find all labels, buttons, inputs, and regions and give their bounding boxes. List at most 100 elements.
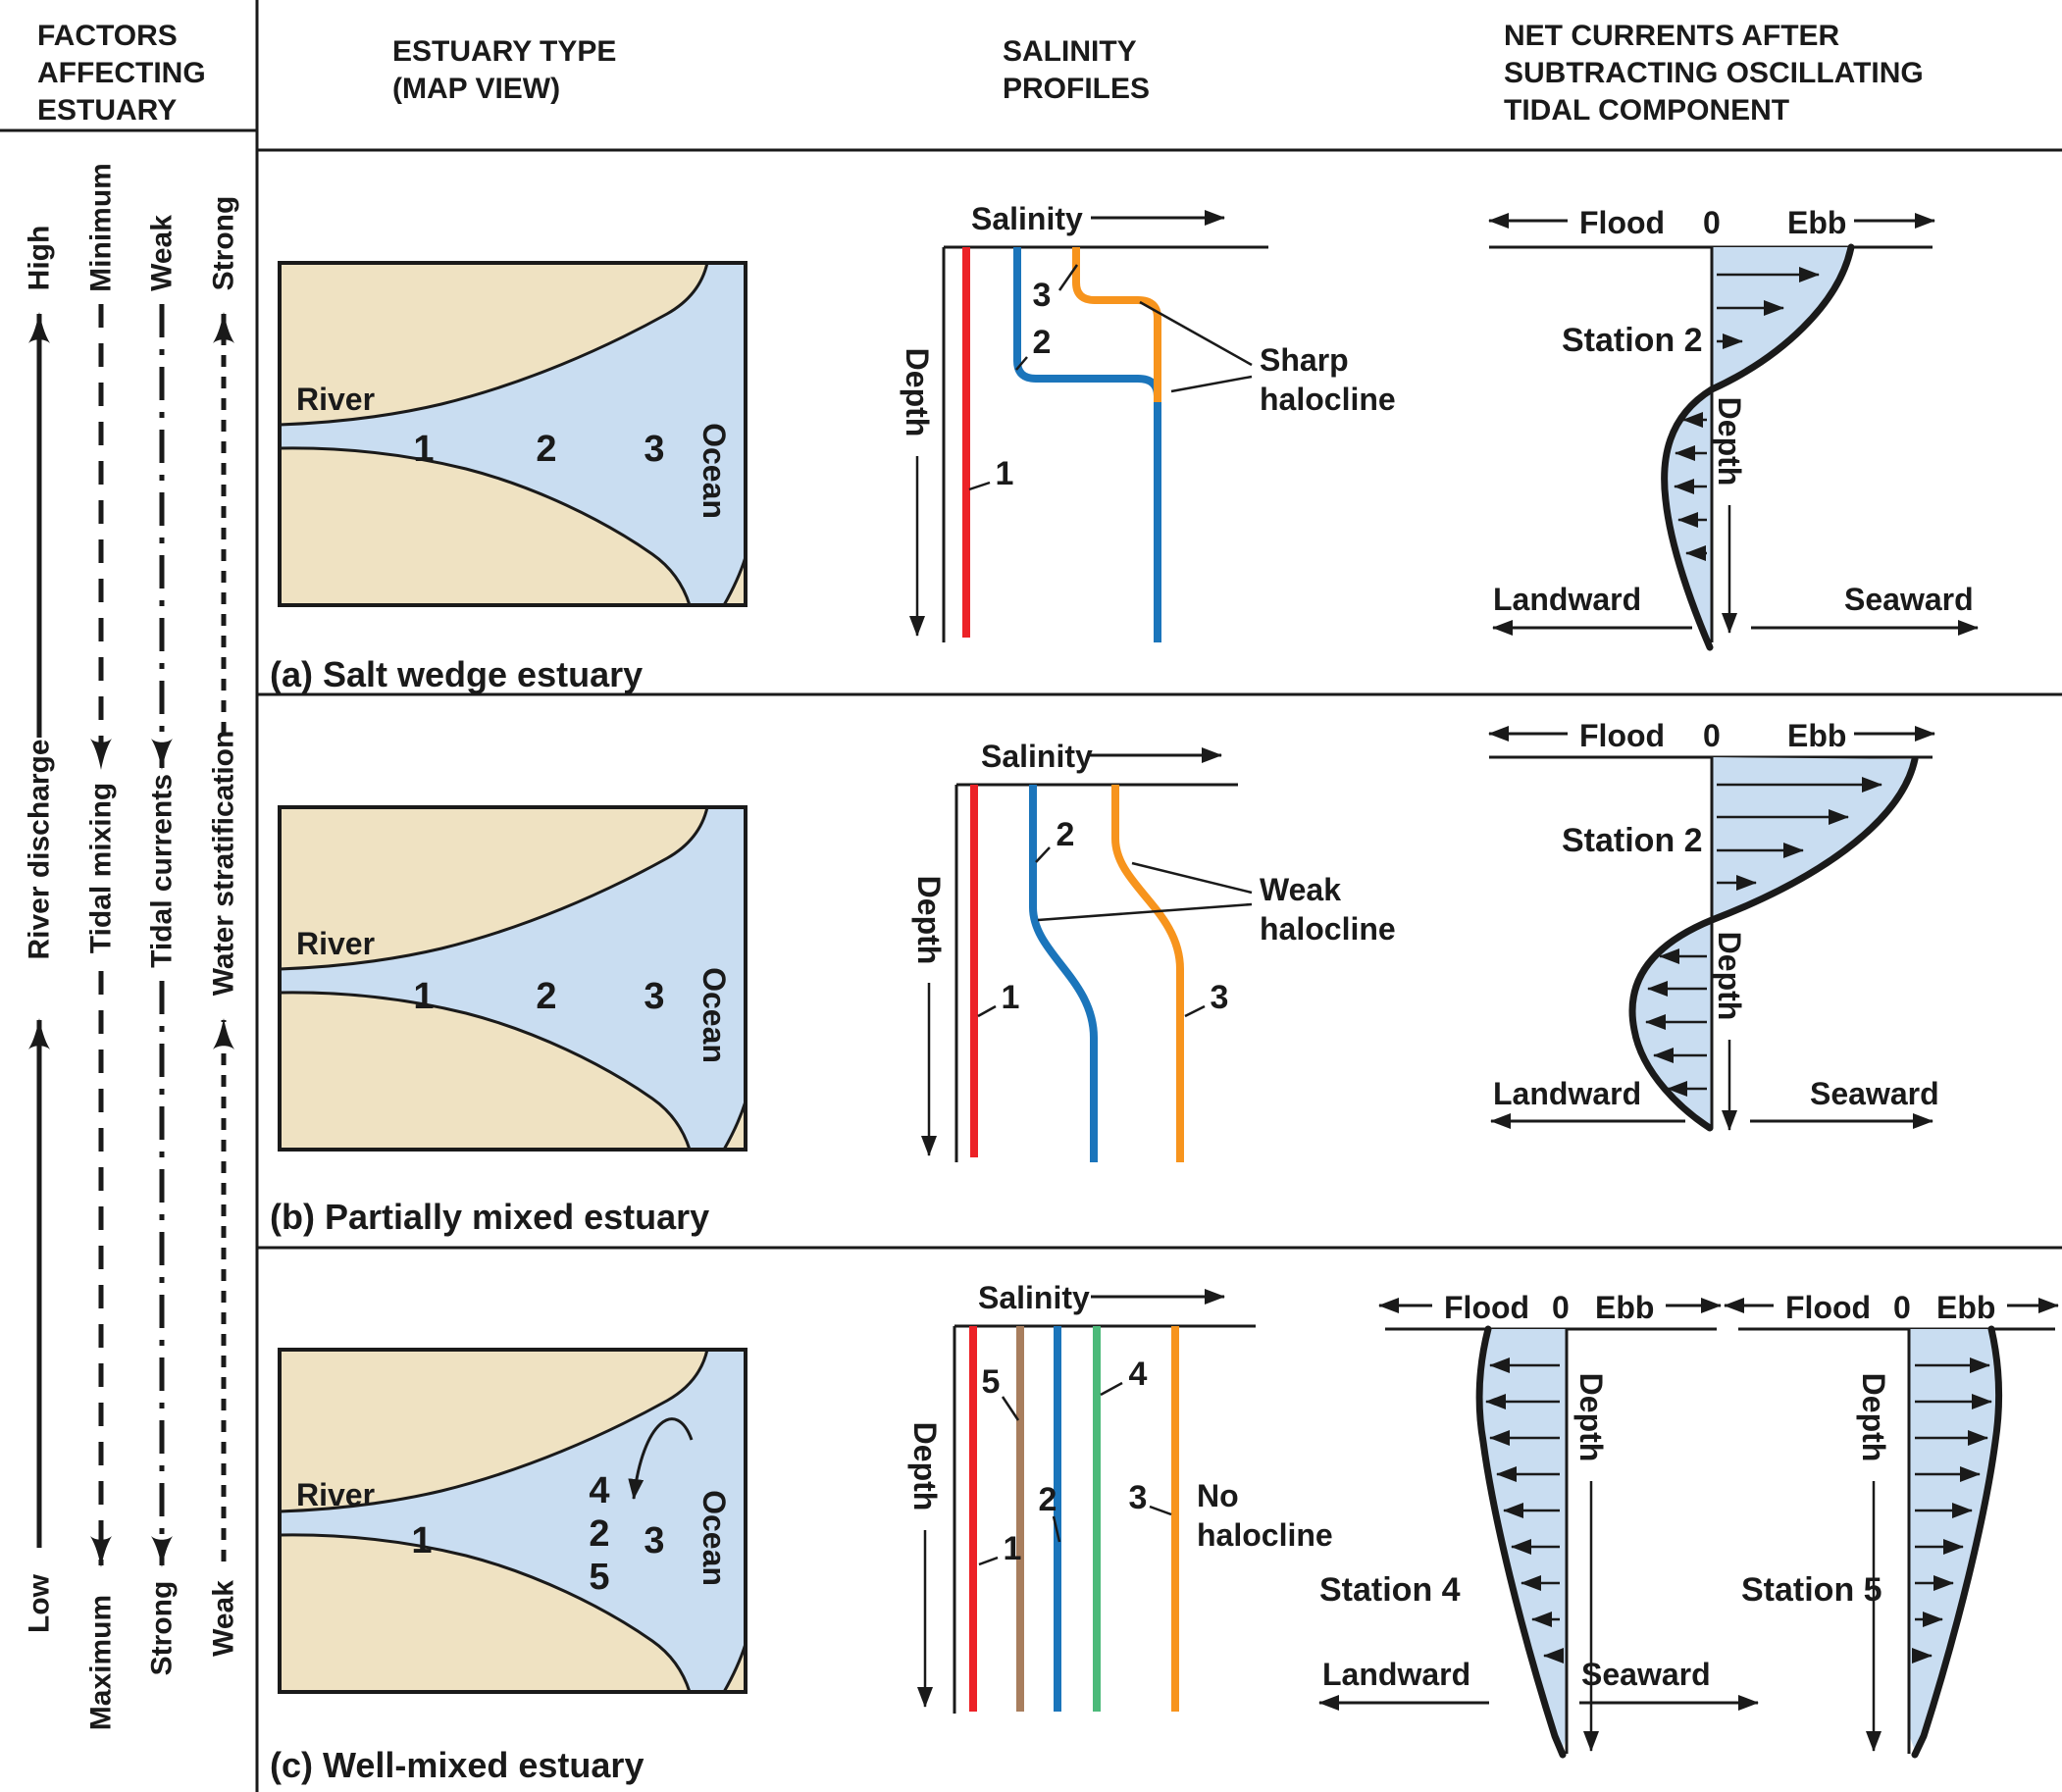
salinity-header-line2: PROFILES	[1003, 73, 1150, 105]
tidal-mixing-top-label: Minimum	[85, 163, 118, 292]
map-c-station-1: 1	[411, 1520, 432, 1562]
water-stratification-bottom-label: Weak	[208, 1580, 240, 1657]
currents-b-seaward-label: Seaward	[1810, 1076, 1939, 1111]
salinity-a-label-1: 1	[996, 455, 1014, 492]
salinity-c-pointer-3	[1149, 1505, 1172, 1516]
weak-halocline-pointer-lower	[1037, 902, 1253, 922]
currents-c-landward-label: Landward	[1322, 1657, 1470, 1692]
factors-header-line2: AFFECTING	[37, 57, 206, 89]
salinity-b-pointer-1	[977, 1004, 997, 1018]
salinity-b-depth-label: Depth	[911, 876, 947, 965]
currents-b-flood-lobe	[1632, 920, 1712, 1128]
currents-c5-ebb-vectors	[1912, 1357, 1992, 1664]
salinity-b-curve-2	[1029, 785, 1098, 1162]
currents-c4-flood-lobe	[1479, 1329, 1567, 1754]
net-currents-header-line3: TIDAL COMPONENT	[1504, 94, 1789, 127]
currents-a-flood-vectors	[1674, 412, 1707, 561]
currents-c4-ebb-label: Ebb	[1595, 1290, 1654, 1325]
map-b-river-label: River	[296, 926, 375, 961]
currents-b-ebb-label: Ebb	[1787, 718, 1846, 753]
weak-halocline-line2: halocline	[1260, 911, 1396, 947]
salinity-c-pointer-5	[1001, 1396, 1020, 1421]
salinity-a-label-2: 2	[1033, 324, 1052, 361]
salinity-b-label-1: 1	[1002, 979, 1020, 1016]
currents-c4-station-label: Station 4	[1319, 1571, 1461, 1609]
map-b-station-1: 1	[413, 976, 434, 1017]
currents-b-station-label: Station 2	[1562, 822, 1703, 859]
salinity-b-label-3: 3	[1211, 979, 1229, 1016]
no-halocline-line1: No	[1197, 1478, 1239, 1513]
map-c-station-4: 4	[589, 1470, 609, 1511]
currents-b-zero-label: 0	[1703, 718, 1721, 753]
estuary-type-header-line2: (MAP VIEW)	[392, 73, 560, 105]
currents-c5-profile-curve	[1911, 1325, 2002, 1759]
salinity-c-label-1: 1	[1004, 1530, 1022, 1567]
salinity-c-label-2: 2	[1039, 1481, 1057, 1518]
currents-a-ebb-label: Ebb	[1787, 205, 1846, 240]
currents-a-profile-curve	[1661, 243, 1855, 651]
salinity-c-axis-label: Salinity	[978, 1280, 1090, 1315]
currents-a-station-label: Station 2	[1562, 322, 1703, 359]
map-c-shape	[278, 1348, 747, 1694]
sharp-halocline-line2: halocline	[1260, 382, 1396, 417]
map-c-river-label: River	[296, 1477, 375, 1512]
tidal-mixing-bottom-label: Maximum	[85, 1595, 118, 1730]
salinity-a-axis-label: Salinity	[971, 201, 1083, 236]
salinity-c-label-3: 3	[1129, 1479, 1148, 1516]
river-discharge-top-label: High	[24, 226, 56, 291]
map-b-station-2: 2	[536, 976, 556, 1017]
factors-header-line1: FACTORS	[37, 20, 178, 52]
salinity-b-axis-label: Salinity	[981, 739, 1093, 774]
caption-a: (a) Salt wedge estuary	[270, 654, 643, 694]
salinity-c: Salinity Depth 5 4 2 1 3 No halocline	[907, 1280, 1333, 1714]
salinity-b-label-2: 2	[1057, 816, 1075, 853]
sharp-halocline-pointer-lower	[1170, 375, 1253, 393]
map-c-inflow-arrow	[628, 1417, 694, 1500]
salinity-b-pointer-2	[1035, 846, 1051, 863]
salinity-c-pointer-1	[978, 1556, 999, 1566]
salinity-a-pointer-3	[1057, 264, 1079, 291]
map-b-ocean-label: Ocean	[696, 967, 732, 1063]
sharp-halocline-line1: Sharp	[1260, 342, 1349, 378]
currents-c4-flood-label: Flood	[1444, 1290, 1529, 1325]
currents-b-ebb-vectors	[1717, 777, 1882, 891]
map-a-ocean-label: Ocean	[696, 423, 732, 519]
tidal-currents-bottom-label: Strong	[146, 1581, 179, 1676]
weak-halocline-line1: Weak	[1260, 872, 1341, 907]
currents-c5-zero-label: 0	[1893, 1290, 1911, 1325]
estuary-type-header-line1: ESTUARY TYPE	[392, 35, 616, 68]
map-a-shape	[278, 261, 747, 607]
currents-b-ebb-lobe	[1712, 757, 1915, 920]
map-c-station-5: 5	[589, 1557, 609, 1598]
currents-c-seaward-label: Seaward	[1581, 1657, 1711, 1692]
currents-c5-ebb-label: Ebb	[1936, 1290, 1995, 1325]
net-currents-header-line1: NET CURRENTS AFTER	[1504, 20, 1840, 52]
currents-c-station4: Flood 0 Ebb Depth Station 4 Landward Sea…	[1318, 1290, 1759, 1759]
currents-a-ebb-vectors	[1717, 267, 1820, 349]
map-a-station-3: 3	[644, 429, 664, 470]
map-a-river-label: River	[296, 382, 375, 417]
currents-b: Flood 0 Ebb Station 2 Depth Landward Sea…	[1488, 718, 1939, 1132]
map-a-salt-wedge: River Ocean 1 2 3 (a) Salt wedge estuary	[270, 261, 747, 694]
salinity-c-label-5: 5	[982, 1363, 1001, 1401]
salinity-b-pointer-3	[1184, 1004, 1206, 1018]
currents-b-landward-label: Landward	[1493, 1076, 1641, 1111]
salinity-c-pointer-4	[1100, 1381, 1123, 1397]
currents-a-ebb-lobe	[1712, 247, 1851, 389]
net-currents-header-line2: SUBTRACTING OSCILLATING	[1504, 57, 1924, 89]
currents-c-station5: Flood 0 Ebb Depth Station 5	[1724, 1290, 2059, 1759]
currents-c4-zero-label: 0	[1552, 1290, 1570, 1325]
currents-c4-profile-curve	[1475, 1325, 1567, 1759]
salinity-a-depth-label: Depth	[900, 348, 935, 437]
currents-a-depth-label: Depth	[1712, 397, 1747, 486]
currents-a-flood-label: Flood	[1579, 205, 1665, 240]
map-c-station-2: 2	[589, 1513, 609, 1555]
currents-a-zero-label: 0	[1703, 205, 1721, 240]
map-c-ocean-label: Ocean	[696, 1490, 732, 1586]
map-c-well-mixed: River Ocean 1 4 2 5 3 (c) Well-mixed est…	[270, 1348, 747, 1785]
currents-c5-depth-label: Depth	[1856, 1373, 1891, 1462]
no-halocline-line2: halocline	[1197, 1517, 1333, 1553]
